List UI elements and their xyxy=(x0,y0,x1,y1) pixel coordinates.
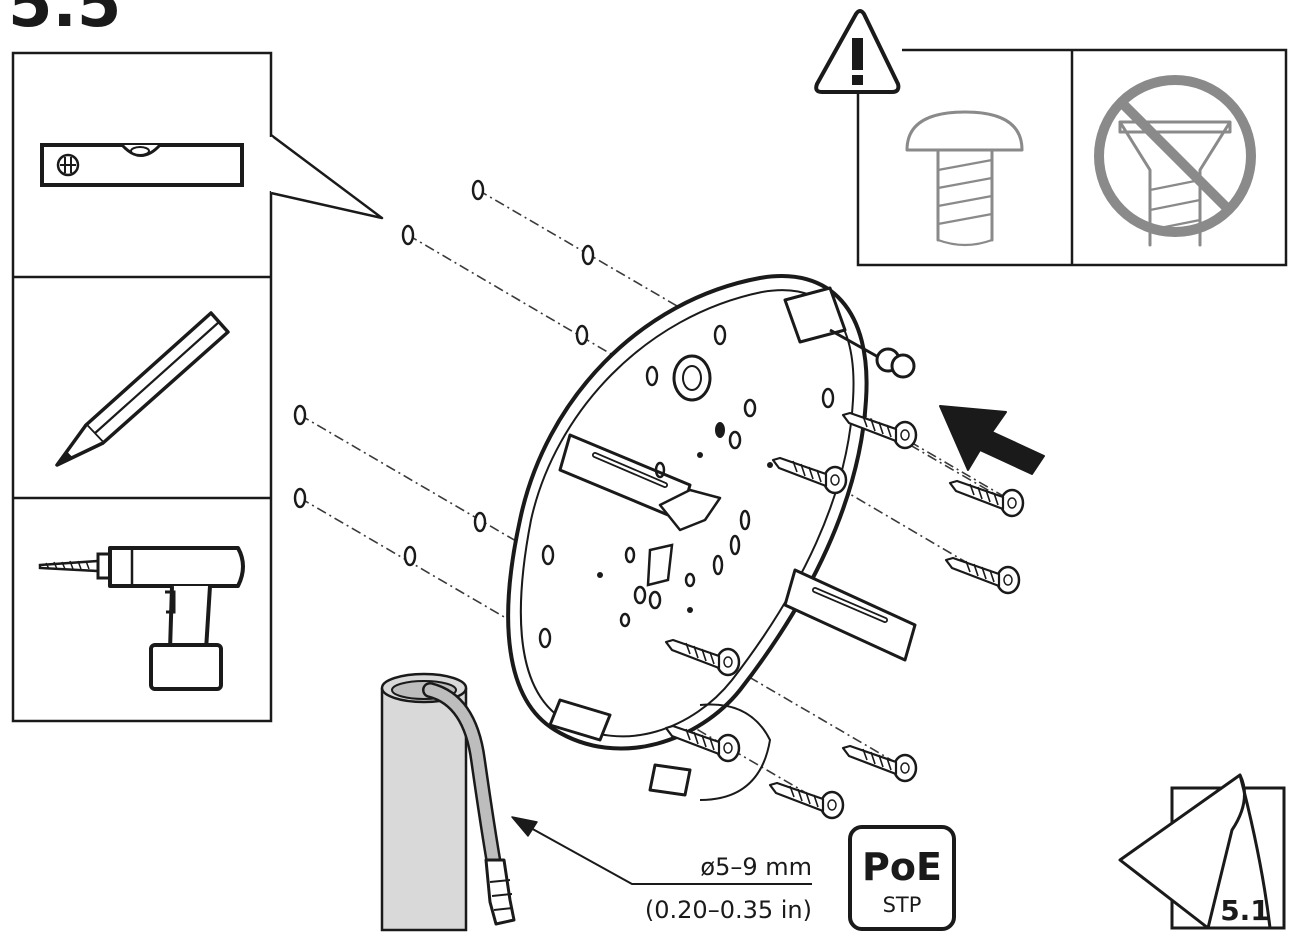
page-reference-icon xyxy=(1118,773,1286,930)
page-reference-label: 5.1 xyxy=(1220,894,1270,927)
step-number: 5.5 xyxy=(8,0,121,42)
mounting-bracket xyxy=(506,274,917,801)
drill-icon xyxy=(38,546,245,691)
warning-icon xyxy=(814,9,901,94)
push-direction-arrow xyxy=(939,405,1045,475)
cable-diameter-callout xyxy=(511,816,812,885)
cable-diameter-label: ø5–9 mm xyxy=(700,853,812,881)
poe-badge-subtitle: STP xyxy=(883,893,922,917)
spirit-level-icon xyxy=(40,143,244,187)
pole-with-cable xyxy=(380,672,516,932)
prohibited-icon xyxy=(1094,75,1256,237)
pencil-icon xyxy=(55,311,230,467)
poe-badge-title: PoE xyxy=(862,845,942,889)
poe-badge xyxy=(848,825,956,931)
pan-head-screw-icon xyxy=(905,110,1024,247)
cable-diameter-imperial-label: (0.20–0.35 in) xyxy=(645,896,812,924)
countersunk-screw-icon xyxy=(1118,120,1232,247)
